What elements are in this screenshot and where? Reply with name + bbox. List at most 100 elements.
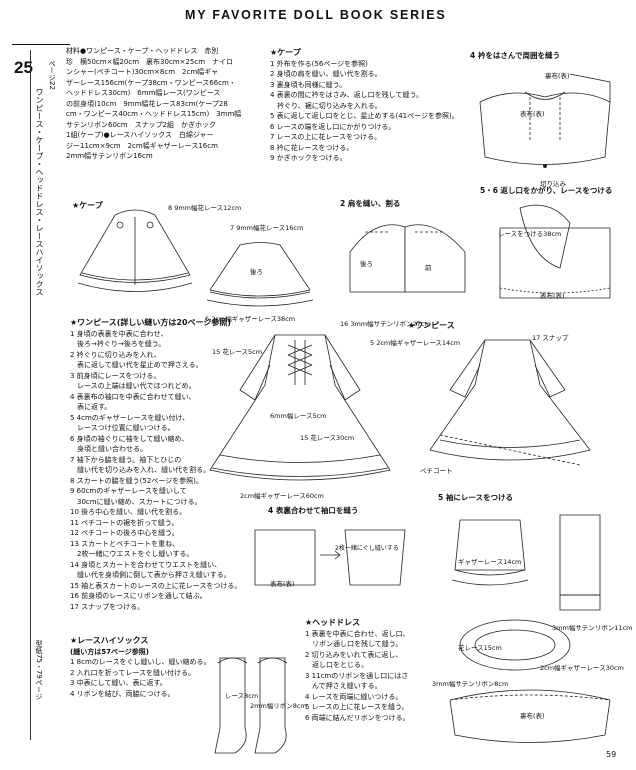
socks-steps: ★レースハイソックス (縫い方は57ページ参照) 1 8cmのレースをぐし縫いし… [70,636,210,699]
headdress-flower-label: 花レース15cm [458,644,502,652]
side-label: ワンピース・ケープ・ヘッドドレス・レースハイソックス [35,88,44,296]
headdress-step: 3 11cmのリボンを通し口にはさ [305,671,409,680]
cape-step: 8 衿に花レースをつける。 [270,143,354,152]
dress-flower5-label: 15 花レース5cm [212,348,263,356]
cape-step: 7 レースの上に花レースをつける。 [270,133,381,141]
materials-line: ンシャー(ペチコート)30cm×8cm 2cm幅ギャ [66,68,219,76]
dress-step: 表に返して縫い代を星止めで押さえる。 [70,361,203,369]
collar-lining-label: 裏布(表) [545,72,570,80]
cape-step: 6 レースの端を返し口にかがりつける。 [270,122,396,131]
cape-step: 2 身頃の肩を縫い、縫い代を割る。 [270,70,382,78]
header-rule [12,44,70,45]
cape-step: 9 かぎホックをつける。 [270,154,347,162]
dress-step: 14 身頃とスカートを合わせてウエストを縫い、 [70,560,222,569]
dress-step: 縫い代を切り込みを入れ、縫い代を割る。 [70,466,211,474]
dress-petticoat-label: ペチコート [420,467,453,475]
cape-step: 3 裏身頃も同様に縫う。 [270,80,347,89]
dress-step: 後ろ→衿ぐり→後ろを縫う。 [70,340,166,348]
cape-step: 4 表裏の間に衿をはさみ、返し口を残して縫う。 [270,91,424,99]
dress-back-drawing [429,339,591,466]
materials-line: 材料●ワンピース・ケープ・ヘッドドレス 赤別 [66,47,219,55]
dress-step: 7 袖下から脇を縫う。袖下とひじの [70,455,182,464]
dress-lace14-label: 5 2cm幅ギャザーレース14cm [370,339,461,347]
shoulder-front-label: 前 [425,264,432,272]
headdress-ribbon11-label: 3mm幅サテンリボン11cm [552,624,633,632]
headdress-step: リボン通し口を残して縫う。 [305,640,403,648]
dress-lace6mm-label: 6mm幅レース5cm [270,412,327,420]
dress-step: 5 4cmのギャザーレースを縫い付け、 [70,413,190,422]
page-number: 59 [606,750,617,759]
cape-lace38-label: 6 2cm幅ギャザーレース38cm [205,315,296,323]
dress-step: 身頃と縫い合わせる。 [70,445,147,453]
lining-two-layer-label: 2枚一緒にぐし縫いする [335,545,399,552]
cape-step: 1 外布を作る(56ページを参照) [270,59,368,68]
materials-line: ジー11cm×9cm 2cm幅ギャザーレース16cm [66,141,218,150]
sleeve-lace-section-label: 5 袖にレースをつける [438,493,513,502]
headdress-drawing [449,619,611,743]
page-ref-suffix: ページ22 [48,60,56,90]
series-title: MY FAVORITE DOLL BOOK SERIES [185,8,447,22]
pattern-ref: 型紙75・79ページ [35,640,43,700]
headdress-step: 6 両端に結んだリボンをつける。 [305,713,410,722]
page-ref-number: 25 [14,58,33,77]
dress-step: 13 スカートとペチコートを重ね、 [70,539,180,548]
cape-front-drawing [77,209,193,292]
dress-step: 3 前身頃にレースをつける。 [70,371,161,380]
socks-step: 4 リボンを結び、両脇につける。 [70,689,175,698]
materials-line: 1組(ケープ)●レースハイソックス 白綿ジャー [66,131,214,139]
headdress-step: んで押さえ縫いする。 [305,682,382,690]
dress-step: 1 身頃の表裏を中表に合わせ、 [70,329,168,338]
headdress-step: 返し口をとじる。 [305,661,368,669]
collar-diagram [479,73,611,168]
materials-line: の前身頃)10cm 9mm幅花レース83cm(ケープ28 [66,99,228,108]
headdress-step: 2 切り込みをいれて表に返し、 [305,650,403,659]
cape-flower16-label: 7 9mm幅花レース16cm [230,224,304,232]
cape-step: 5 表に返して返し口をとじ、星止めする(41ページを参照)。 [270,112,459,120]
cape-step: 衿ぐり、裾に切り込みを入れる。 [270,101,382,110]
dress-step: 6 身頃の袖ぐりに袖をして縫い縮め、 [70,434,189,443]
materials-line: 珍 横50cm×幅20cm 裏布30cm×25cm ナイロ [66,57,234,66]
dress-step: 12 ペチコートの後ろ中心を縫う。 [70,529,179,537]
dress-step: 8 スカートの脇を縫う(52ページを参照)。 [70,476,203,485]
opening-outer-label: 表布(表) [540,292,565,300]
headdress-step: 1 表裏を中表に合わせ、返し口、 [305,629,410,638]
dress-lace60-label: 2cm幅ギャザーレース60cm [240,492,324,500]
cape-flower-lace-label: 8 9mm幅花レース12cm [168,204,242,212]
sleeve-lace-diagram [451,514,601,611]
dress-step: 10 後ろ中心を縫い、縫い代を割る。 [70,508,187,516]
dress-steps-title: ★ワンピース(詳しい縫い方は20ページ参照) [70,318,232,327]
socks-step: 2 入れ口を折ってレースを縫い付ける。 [70,668,195,677]
dress-step: 2 衿ぐりに切り込みを入れ、 [70,350,161,359]
shoulder-section-label: 2 肩を縫い、割る [340,199,401,208]
cape-back-drawing [206,242,314,307]
dress-step: レースの上端は縫い代でほつれどめ。 [70,382,196,390]
shoulder-diagram [349,224,466,293]
collar-outer-label: 表布(表) [520,110,545,118]
socks-step: 3 中表にして縫い、表に返す。 [70,679,167,687]
dress-step: 16 前身頃のレースにリボンを通して結ぶ。 [70,592,207,600]
materials-block: 材料●ワンピース・ケープ・ヘッドドレス 赤別 珍 横50cm×幅20cm 裏布3… [66,46,241,162]
materials-line: 2mm幅サテンリボン16cm [66,152,153,160]
sleeve-lace14-label: ギャザーレース14cm [458,558,522,566]
cape-figure-title: ★ケープ [72,201,103,210]
dress-step: 2枚一緒にウエストをぐし縫いする。 [70,550,194,558]
dress-step: 11 ペチコートの裾を折って縫う。 [70,518,179,527]
headdress-lace30-label: 2cm幅ギャザーレース30cm [540,664,624,672]
headdress-steps: ★ヘッドドレス 1 表裏を中表に合わせ、返し口、 リボン通し口を残して縫う。 2… [305,618,410,723]
socks-step: 1 8cmのレースをぐし縫いし、縫い縮める。 [70,658,211,666]
lining-diagram [254,529,406,586]
cape-back-label: 後ろ [250,268,263,276]
headdress-step: 4 レースを両端に縫いつける。 [305,692,403,701]
dress-step: 17 スナップをつける。 [70,602,145,611]
dress-step: 15 袖と表スカートのレースの上に花レースをつける。 [70,581,242,590]
dress-figure-title: ★ワンピース [408,321,455,330]
cape-steps-title: ★ケープ [270,48,301,57]
shoulder-back-label: 後ろ [360,260,373,268]
materials-line: cm・ワンピース40cm・ヘッドドレス15cm) 3mm幅 [66,110,242,118]
dress-ribbon-label: 16 3mm幅サテンリボン27cm [340,320,431,328]
dress-front-drawing [209,334,391,481]
dress-flower30-label: 15 花レース30cm [300,434,355,442]
opening-section-label: 5・6 返し口をかがり、レースをつける [480,186,613,195]
dress-step: 9 60cmのギャザーレースを縫いして [70,487,187,495]
materials-line: ザーレース156cm(ケープ38cm・ワンピース66cm・ [66,78,236,87]
